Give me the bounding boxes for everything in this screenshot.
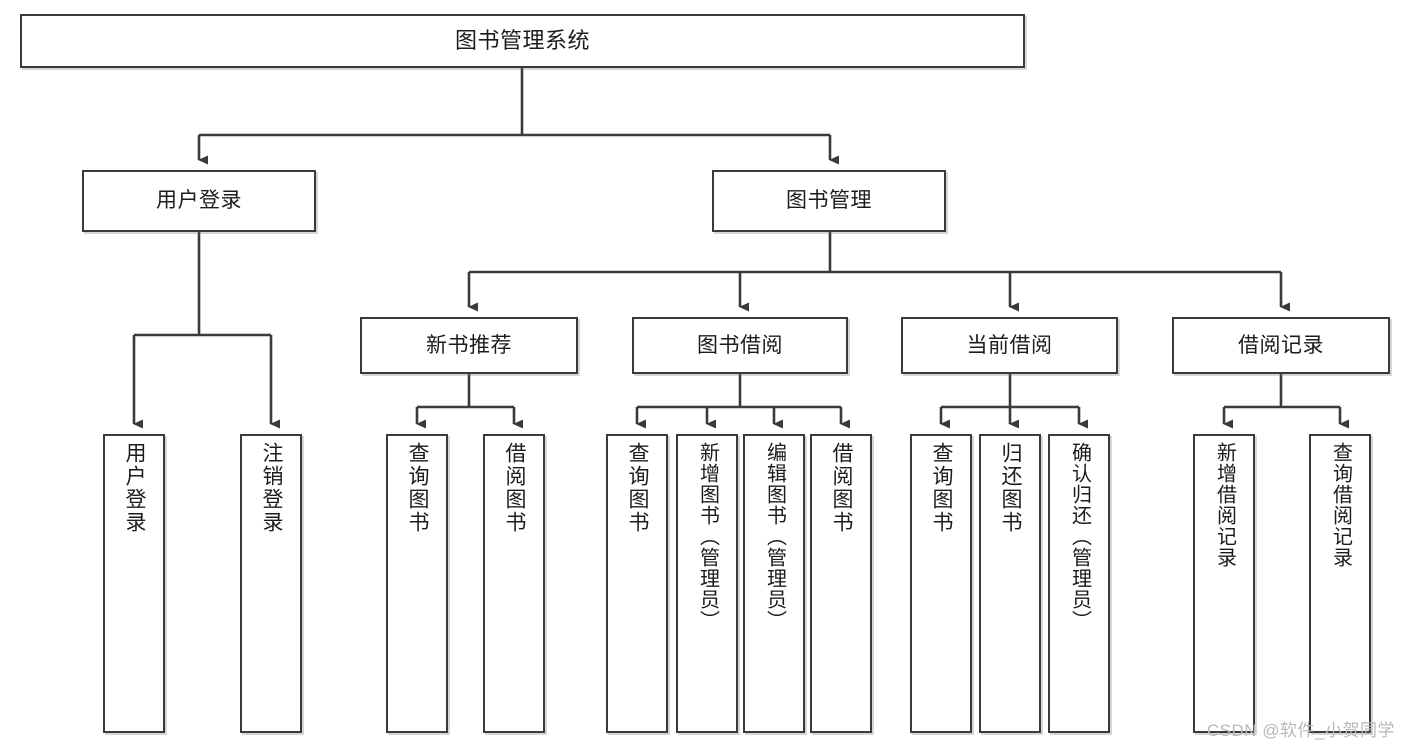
leaf-query-book-borrow[interactable]: 查询图书 [606, 434, 668, 733]
node-label: 注销登录 [260, 442, 284, 534]
leaf-logout[interactable]: 注销登录 [240, 434, 302, 733]
leaf-confirm-return[interactable]: 确认归还（管理员） [1048, 434, 1110, 733]
node-label: 归还图书 [999, 442, 1023, 534]
node-label: 查询图书 [406, 442, 430, 534]
leaf-borrow-book-recommend[interactable]: 借阅图书 [483, 434, 545, 733]
leaf-add-borrow-record[interactable]: 新增借阅记录 [1193, 434, 1255, 733]
node-root-book-management-system[interactable]: 图书管理系统 [20, 14, 1025, 68]
node-current-borrow[interactable]: 当前借阅 [901, 317, 1118, 374]
node-user-login[interactable]: 用户登录 [82, 170, 316, 232]
node-label: 查询借阅记录 [1329, 442, 1352, 568]
node-label: 当前借阅 [966, 333, 1053, 357]
node-label: 用户登录 [123, 442, 147, 534]
node-label: 查询图书 [930, 442, 954, 534]
node-label: 新书推荐 [426, 333, 512, 357]
node-book-borrow[interactable]: 图书借阅 [632, 317, 848, 374]
node-label: 图书借阅 [697, 333, 783, 357]
node-borrow-record[interactable]: 借阅记录 [1172, 317, 1390, 374]
node-label: 图书管理系统 [454, 27, 590, 53]
leaf-query-borrow-record[interactable]: 查询借阅记录 [1309, 434, 1371, 733]
node-label: 用户登录 [156, 189, 242, 213]
leaf-query-book-recommend[interactable]: 查询图书 [386, 434, 448, 733]
leaf-edit-book[interactable]: 编辑图书（管理员） [743, 434, 805, 733]
csdn-watermark: CSDN @软件_小贺同学 [1206, 721, 1395, 740]
node-label: 编辑图书（管理员） [763, 442, 786, 631]
leaf-add-book[interactable]: 新增图书（管理员） [676, 434, 738, 733]
node-new-book-recommend[interactable]: 新书推荐 [360, 317, 578, 374]
node-label: 图书管理 [786, 189, 872, 213]
node-label: 确认归还（管理员） [1068, 442, 1091, 631]
leaf-return-book[interactable]: 归还图书 [979, 434, 1041, 733]
leaf-borrow-book[interactable]: 借阅图书 [810, 434, 872, 733]
node-label: 借阅记录 [1238, 333, 1324, 357]
node-label: 查询图书 [626, 442, 650, 534]
node-book-management[interactable]: 图书管理 [712, 170, 946, 232]
leaf-user-login[interactable]: 用户登录 [103, 434, 165, 733]
node-label: 借阅图书 [503, 442, 527, 534]
node-label: 新增图书（管理员） [696, 442, 719, 631]
node-label: 新增借阅记录 [1213, 442, 1236, 568]
node-label: 借阅图书 [830, 442, 854, 534]
leaf-query-book-current[interactable]: 查询图书 [910, 434, 972, 733]
